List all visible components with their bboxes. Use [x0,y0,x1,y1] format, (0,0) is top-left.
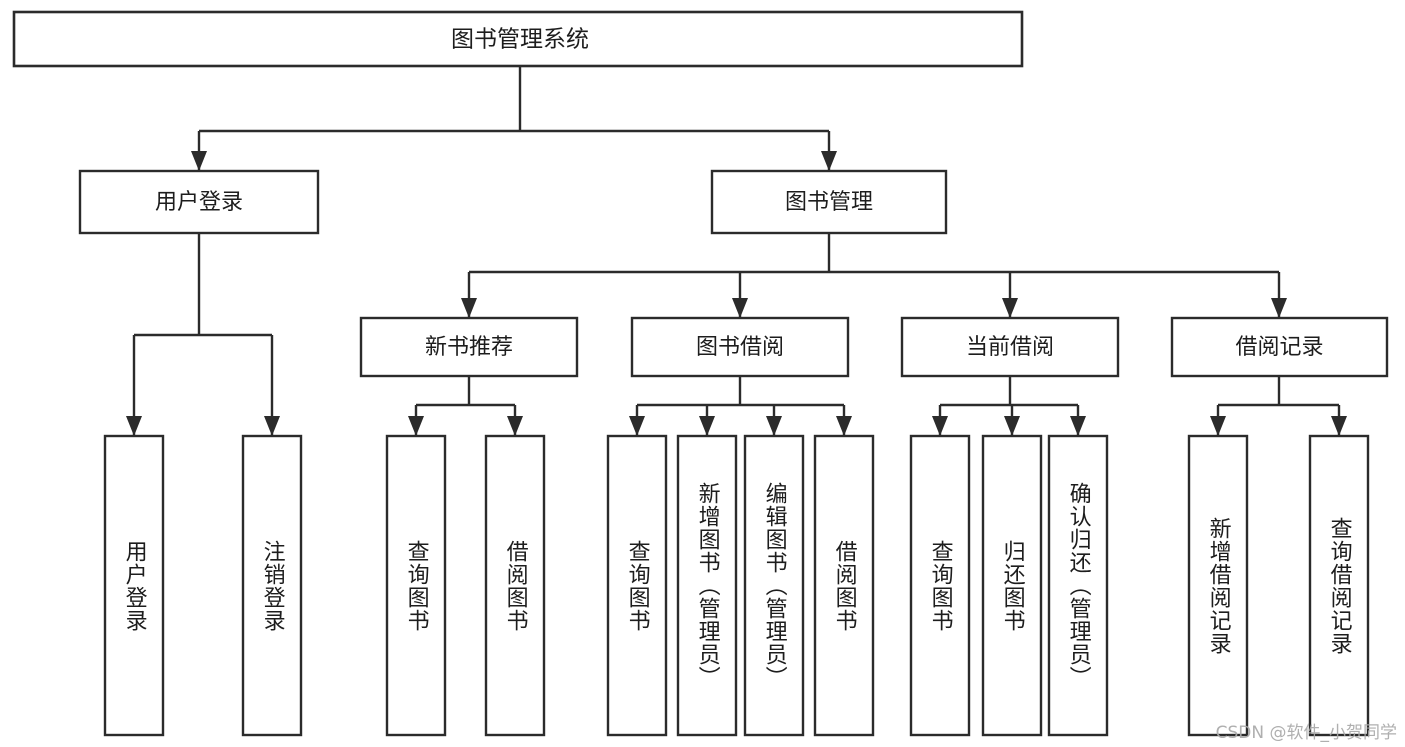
connector-layer [126,66,1347,436]
node-box-leaf-borrow-book[interactable] [813,434,875,737]
arrow-down-icon [836,416,852,436]
node-label-book-borrow: 图书借阅 [696,335,784,360]
arrow-down-icon [126,416,142,436]
node-box-leaf-query-book-cur[interactable] [909,434,971,737]
node-box-leaf-query-book-rec[interactable] [385,434,447,737]
arrow-down-icon [766,416,782,436]
node-box-leaf-borrow-book-rec[interactable] [484,434,546,737]
arrow-down-icon [699,416,715,436]
node-box-leaf-query-record[interactable] [1308,434,1370,737]
node-box-leaf-logout[interactable] [241,434,303,737]
node-box-leaf-query-book[interactable] [606,434,668,737]
node-box-leaf-return-book[interactable] [981,434,1043,737]
node-box-leaf-edit-book[interactable] [743,434,805,737]
arrow-down-icon [461,298,477,318]
arrow-down-icon [821,151,837,171]
node-label-user-login: 用户登录 [155,190,243,215]
arrow-down-icon [732,298,748,318]
csdn-watermark: CSDN @软件_小贺同学 [1215,723,1397,743]
node-box-current-borrow[interactable] [900,316,1120,378]
node-label-current-borrow: 当前借阅 [966,335,1054,360]
arrow-down-icon [1002,298,1018,318]
node-box-leaf-confirm-return[interactable] [1047,434,1109,737]
arrow-down-icon [629,416,645,436]
arrow-down-icon [264,416,280,436]
arrow-down-icon [408,416,424,436]
node-label-borrow-record: 借阅记录 [1235,335,1323,360]
arrow-down-icon [1004,416,1020,436]
arrow-down-icon [191,151,207,171]
node-box-leaf-add-book[interactable] [676,434,738,737]
node-box-layer [12,10,1389,737]
arrow-down-icon [932,416,948,436]
arrow-down-icon [507,416,523,436]
node-box-leaf-add-record[interactable] [1187,434,1249,737]
arrow-down-icon [1070,416,1086,436]
arrow-down-icon [1331,416,1347,436]
node-label-book-manage: 图书管理 [785,190,873,215]
node-box-borrow-record[interactable] [1170,316,1389,378]
node-box-book-manage[interactable] [710,169,948,235]
arrow-down-icon [1210,416,1226,436]
node-label-root: 图书管理系统 [451,27,589,53]
node-box-new-book-rec[interactable] [359,316,579,378]
node-label-new-book-rec: 新书推荐 [425,335,513,360]
node-box-user-login[interactable] [78,169,320,235]
node-box-leaf-user-login[interactable] [103,434,165,737]
node-box-book-borrow[interactable] [630,316,850,378]
arrow-down-icon [1271,298,1287,318]
node-box-root[interactable] [12,10,1024,68]
